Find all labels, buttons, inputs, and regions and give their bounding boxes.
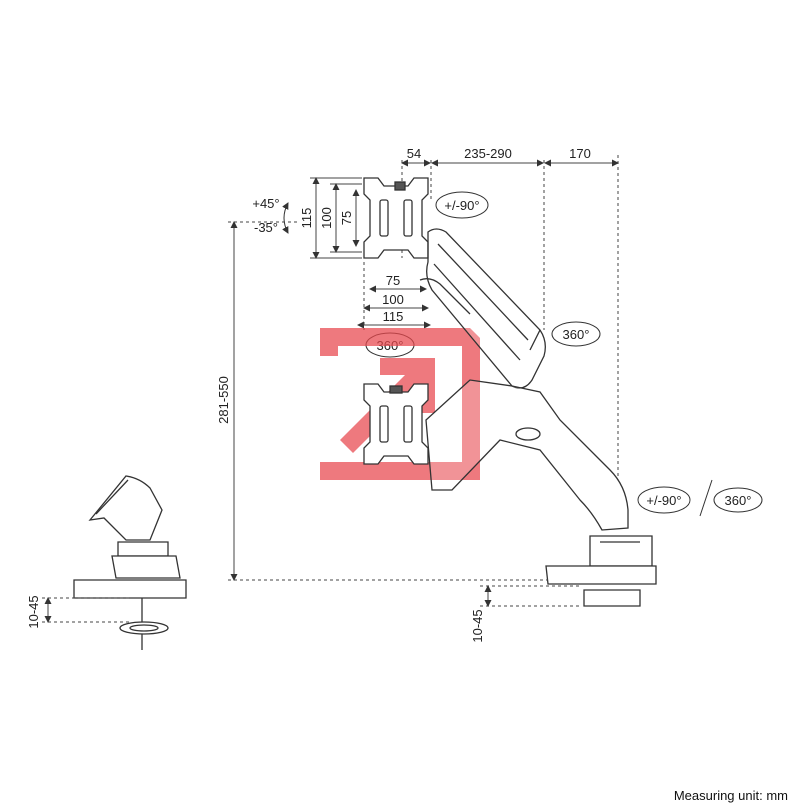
swivel-head-label: +/-90° <box>444 198 479 213</box>
dim-base-reach: 170 <box>569 146 591 161</box>
dim-offset-54: 54 <box>407 146 421 161</box>
left-clamp-dimension <box>42 597 132 623</box>
tilt-down-label: -35° <box>254 220 278 235</box>
dim-vesa-w-115: 115 <box>383 309 404 324</box>
dim-vesa-h-100: 100 <box>319 207 334 229</box>
dim-vesa-w-100: 100 <box>382 292 404 307</box>
swivel-base-label: +/-90° <box>646 493 681 508</box>
vesa-height-dims <box>310 177 362 259</box>
lower-arm-folded <box>425 329 629 531</box>
dim-height-range: 281-550 <box>216 376 231 424</box>
dim-arm-reach: 235-290 <box>464 146 512 161</box>
badge-divider <box>699 479 713 517</box>
vesa-plate-top <box>363 177 429 259</box>
rotate-elbow-label: 360° <box>563 327 590 342</box>
dim-vesa-h-115: 115 <box>299 208 314 229</box>
right-clamp-dimension <box>480 585 580 607</box>
dim-clamp-right: 10-45 <box>470 609 485 642</box>
tilt-up-label: +45° <box>252 196 279 211</box>
dim-clamp-left: 10-45 <box>26 595 41 628</box>
dim-vesa-h-75: 75 <box>339 211 354 225</box>
upper-arm <box>419 228 546 389</box>
vesa-width-dims <box>357 262 431 330</box>
rotate-elbow-badge: 360° <box>551 321 601 347</box>
left-clamp-detail <box>73 475 187 650</box>
vesa-plate-bottom <box>363 383 429 465</box>
base-rotate-badge: 360° <box>713 487 763 513</box>
swivel-head-badge: +/-90° <box>435 191 489 219</box>
base-swivel-badge: +/-90° <box>637 486 691 514</box>
right-base <box>545 535 657 607</box>
measuring-unit-label: Measuring unit: mm <box>673 788 788 803</box>
tilt-arrow-icon <box>282 202 289 234</box>
dim-vesa-w-75: 75 <box>386 273 400 288</box>
rotate-base-label: 360° <box>725 493 752 508</box>
height-dimension <box>228 221 548 581</box>
